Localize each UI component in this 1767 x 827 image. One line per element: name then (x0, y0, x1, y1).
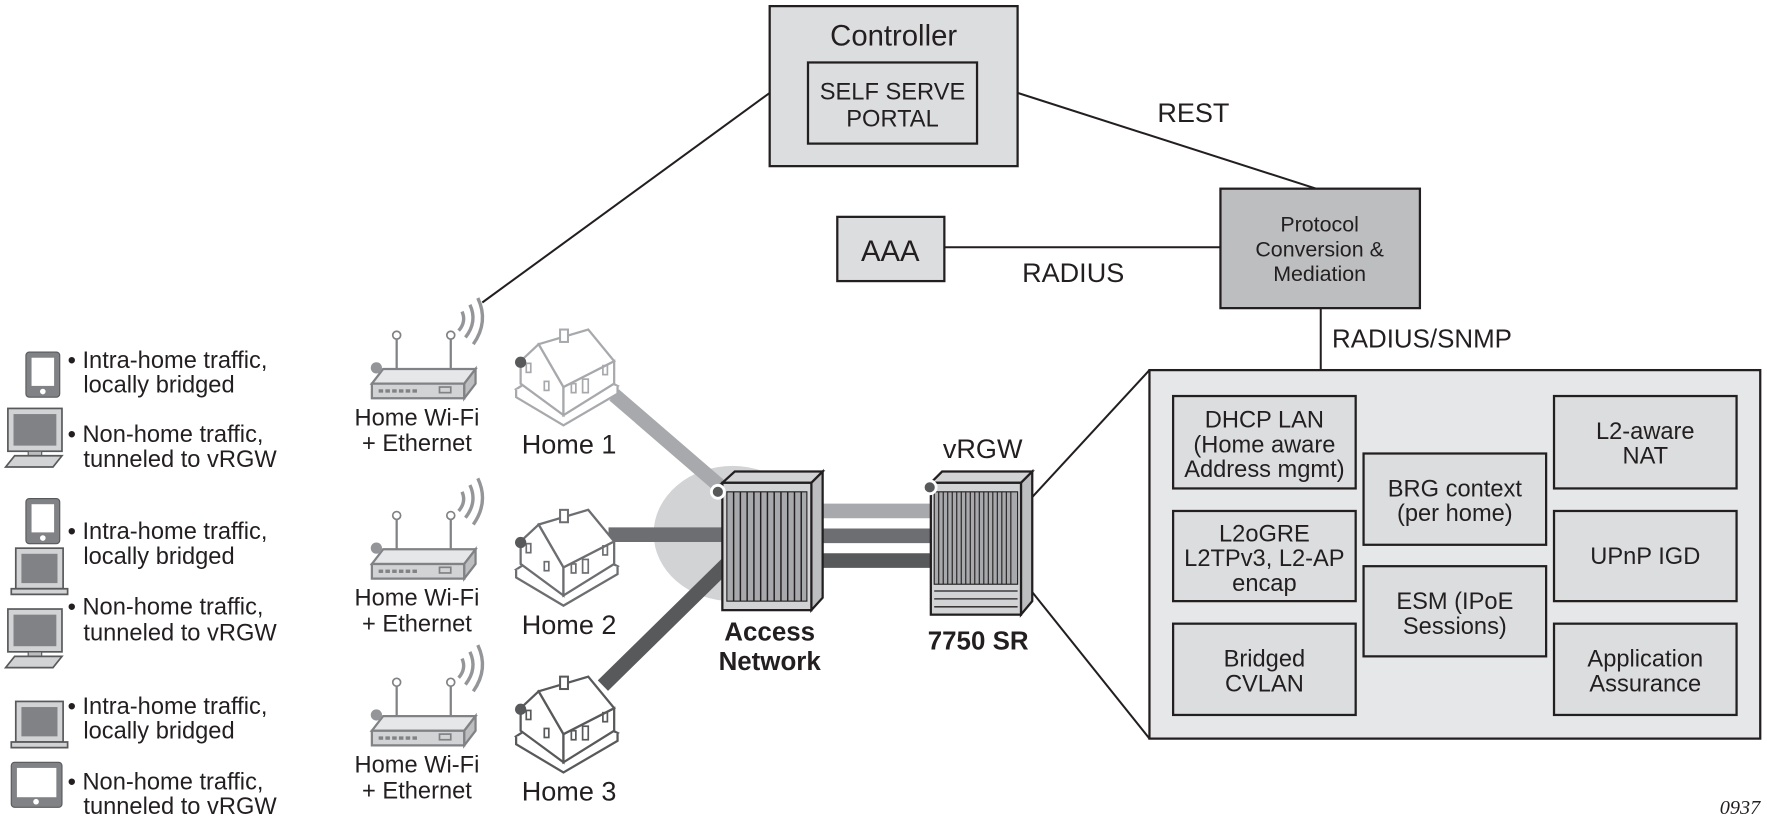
home-2-label: Home 2 (522, 610, 617, 640)
protocol-mediation-box (1219, 187, 1422, 310)
l2ogre-box (1171, 509, 1357, 603)
esm-line-2: Sessions) (1403, 614, 1507, 640)
brg-context-line-2: (per home) (1397, 501, 1513, 527)
house-icon (513, 328, 619, 427)
l2-aware-nat-box (1552, 394, 1738, 490)
dhcp-lan-box (1171, 394, 1357, 490)
legend-1-line-2: locally bridged (83, 373, 234, 399)
tablet-icon (25, 351, 61, 398)
legend-6-line-2: tunneled to vRGW (83, 794, 277, 820)
tablet-icon (25, 498, 61, 545)
figure-id: 0937 (1720, 797, 1761, 819)
zoom-line-bottom (1026, 585, 1151, 740)
wifi-router-icon (369, 296, 485, 400)
house-icon (513, 508, 619, 607)
l2ogre-line-2: L2TPv3, L2-AP (1184, 546, 1344, 572)
home-1-uplink (609, 389, 727, 493)
wifi-router-icon (369, 476, 485, 581)
esm-line-1: ESM (IPoE (1396, 589, 1513, 615)
legend-2-line-2: tunneled to vRGW (83, 447, 277, 473)
controller-to-router-link (481, 92, 771, 304)
bridged-cvlan-box (1171, 622, 1357, 717)
aaa-box (836, 215, 946, 283)
aa-line-2: Assurance (1589, 671, 1701, 697)
vrgw-label: vRGW (943, 434, 1023, 464)
rest-label: REST (1157, 98, 1229, 128)
router-1-label-2: + Ethernet (362, 431, 472, 457)
esm-box (1362, 565, 1548, 658)
laptop-icon (10, 700, 69, 749)
l2ogre-line-1: L2oGRE (1219, 521, 1310, 547)
legend: • Intra-home traffic, locally bridged • … (4, 348, 277, 820)
radius-label: RADIUS (1022, 258, 1124, 288)
router-3-label-2: + Ethernet (362, 778, 472, 804)
nat-line-2: NAT (1623, 444, 1669, 470)
legend-3-line-1: • Intra-home traffic, (68, 519, 268, 545)
bridged-cvlan-line-2: CVLAN (1225, 671, 1304, 697)
brg-context-line-1: BRG context (1388, 476, 1523, 502)
dhcp-lan-line-3: Address mgmt) (1184, 457, 1344, 483)
legend-2-line-1: • Non-home traffic, (68, 422, 264, 448)
portal-label-2: PORTAL (846, 107, 938, 133)
home-3-label: Home 3 (522, 777, 617, 807)
dhcp-lan-line-1: DHCP LAN (1205, 408, 1324, 434)
rest-link (1017, 91, 1317, 190)
l2ogre-line-3: encap (1232, 571, 1296, 597)
application-assurance-box (1552, 622, 1738, 717)
legend-6-line-1: • Non-home traffic, (68, 769, 264, 795)
router-3-label-1: Home Wi-Fi (355, 752, 480, 778)
house-icon (513, 675, 619, 774)
legend-4-line-2: tunneled to vRGW (83, 621, 277, 647)
legend-5-line-2: locally bridged (83, 719, 234, 745)
home-1: Home Wi-Fi + Ethernet Home 1 (355, 296, 619, 460)
home-3-uplink (597, 558, 732, 691)
brg-context-box (1362, 452, 1548, 546)
dhcp-lan-line-2: (Home aware (1193, 432, 1335, 458)
mediation-line-3: Mediation (1273, 262, 1366, 286)
radius-snmp-label: RADIUS/SNMP (1332, 326, 1512, 354)
laptop-icon (10, 547, 69, 596)
legend-4-line-1: • Non-home traffic, (68, 595, 264, 621)
portal-label-1: SELF SERVE (820, 80, 966, 106)
desktop-icon (4, 407, 63, 468)
router-2-label-2: + Ethernet (362, 612, 472, 638)
nat-line-1: L2-aware (1596, 419, 1695, 445)
bridged-cvlan-line-1: Bridged (1224, 646, 1306, 672)
upnp-igd-box (1552, 509, 1738, 603)
tablet-landscape-icon (10, 761, 63, 808)
access-network-label-2: Network (719, 648, 822, 676)
vrgw-7750-chassis-icon (921, 468, 1035, 618)
desktop-icon (4, 608, 63, 669)
legend-1-line-1: • Intra-home traffic, (68, 348, 268, 374)
access-network-label-1: Access (724, 619, 815, 647)
mediation-line-2: Conversion & (1255, 237, 1384, 261)
aa-line-1: Application (1587, 646, 1703, 672)
legend-3-line-2: locally bridged (83, 544, 234, 570)
self-serve-portal-box (806, 61, 979, 145)
access-network-chassis-icon (709, 468, 826, 614)
mediation-line-1: Protocol (1280, 213, 1359, 237)
legend-5-line-1: • Intra-home traffic, (68, 694, 268, 720)
controller-title: Controller (830, 20, 957, 53)
router-1-label-1: Home Wi-Fi (355, 405, 480, 431)
router-2-label-1: Home Wi-Fi (355, 586, 480, 612)
upnp-line-1: UPnP IGD (1590, 544, 1700, 570)
zoom-line-top (1026, 369, 1151, 503)
home-1-label: Home 1 (522, 430, 617, 460)
aaa-label: AAA (861, 235, 920, 268)
vrgw-model-label: 7750 SR (928, 628, 1029, 656)
wifi-router-icon (369, 643, 485, 748)
